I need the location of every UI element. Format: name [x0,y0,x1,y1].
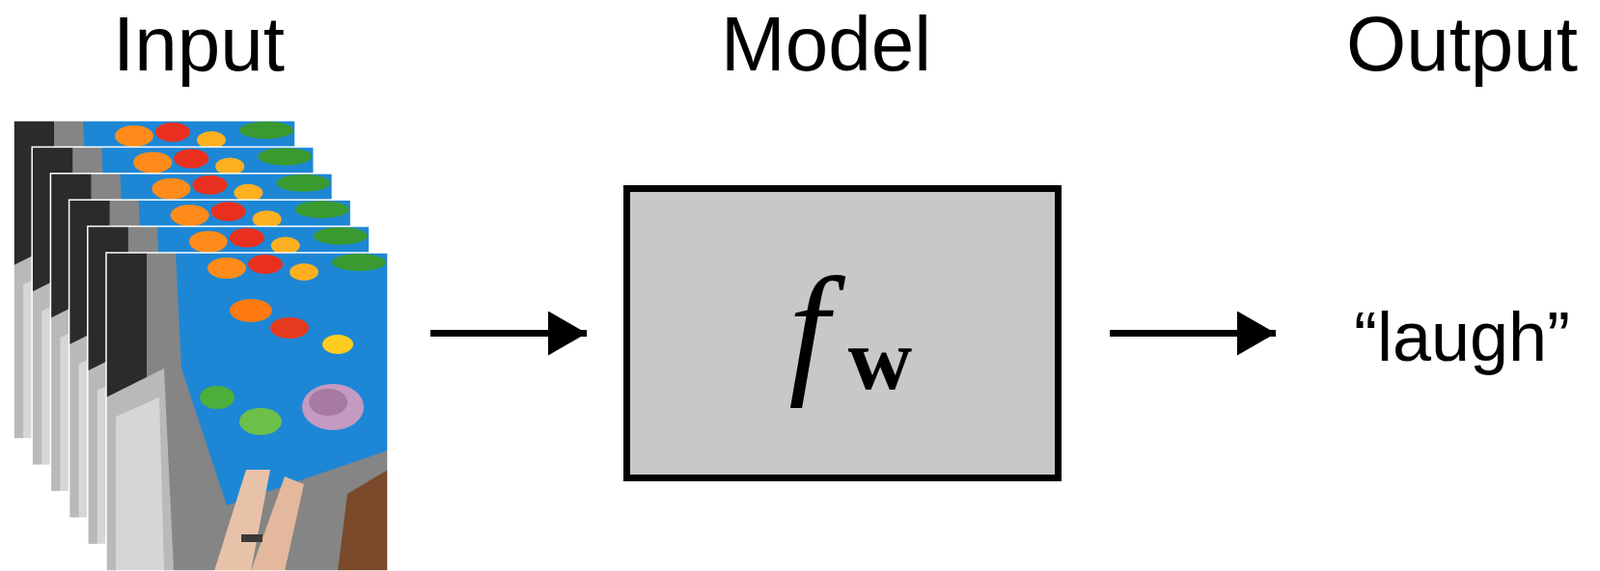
video-frame [106,252,388,571]
output-column: Output “laugh” [1275,0,1595,571]
flow-arrow [1109,330,1276,337]
frame-edge [106,252,388,571]
output-label: “laugh” [1353,302,1571,372]
column-heading: Output [1346,5,1578,83]
function-symbol: f [788,255,829,401]
frame-image [106,252,388,571]
input-column: Input [7,0,423,571]
weight-subscript: w [848,314,912,404]
model-box: Modelfw [623,185,1062,482]
column-heading: Model [720,5,932,83]
column-heading: Input [112,5,285,83]
flow-arrow [430,330,587,337]
